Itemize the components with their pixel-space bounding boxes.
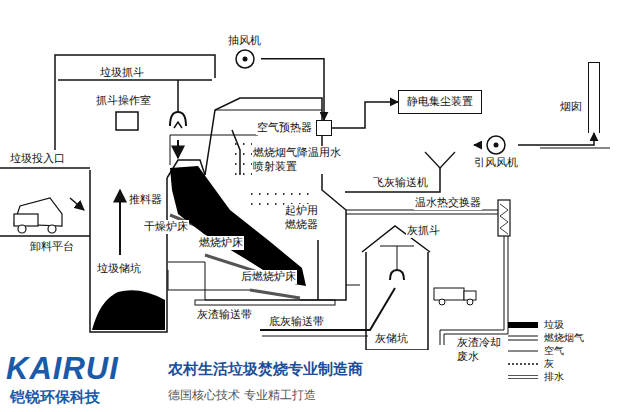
part-label: 垃圾储坑 xyxy=(96,262,142,276)
brand-text: 德国核心技术 专业精工打造 xyxy=(168,388,316,403)
part-label: 飞灰输送机 xyxy=(372,176,429,190)
fan-circle xyxy=(485,134,507,156)
legend-text: 排水 xyxy=(544,371,564,383)
brand-text: 农村生活垃圾焚烧专业制造商 xyxy=(168,360,363,379)
fan-outline xyxy=(236,50,254,68)
part-label: 灰储坑 xyxy=(374,332,409,346)
brand-text: 铠锐环保科技 xyxy=(10,388,100,407)
flow-pipe xyxy=(474,144,482,146)
legend-line xyxy=(508,363,538,365)
part-label: 灰渣冷却废水 xyxy=(456,336,506,364)
legend-line xyxy=(508,378,538,379)
fan-hub xyxy=(242,56,247,61)
part-label: 燃烧烟气降温用水喷射装置 xyxy=(252,146,346,174)
part-label: 底灰输送带 xyxy=(268,315,325,329)
legend-text: 灰 xyxy=(544,358,554,370)
legend-line xyxy=(508,375,538,376)
part-label: 抓斗操作室 xyxy=(96,94,151,108)
fan-symbol: 引风风机 xyxy=(474,134,518,170)
node-text: 抽风机 xyxy=(228,34,261,48)
fan-circle xyxy=(234,48,256,70)
part-label: 灰渣输送带 xyxy=(196,308,253,322)
flow-pipe xyxy=(261,59,324,120)
legend-text: 空气 xyxy=(544,345,564,357)
part-label: 温水热交换器 xyxy=(414,196,482,210)
part-label: 灰抓斗 xyxy=(406,224,441,238)
legend-line xyxy=(508,351,538,352)
part-label: 起炉用燃烧器 xyxy=(284,204,322,232)
fan-symbol: 抽风机 xyxy=(228,34,261,70)
node-text: 引风风机 xyxy=(474,156,518,170)
legend-text: 垃圾 xyxy=(544,319,564,331)
part-label: 垃圾投入口 xyxy=(10,152,65,166)
flow-pipe xyxy=(332,102,398,128)
part-label: 推料器 xyxy=(128,193,163,207)
fan-hub xyxy=(494,143,499,148)
part-label: 卸料平台 xyxy=(30,240,74,254)
chimney-stack xyxy=(588,62,600,133)
node-text: 空气预热器 xyxy=(256,121,313,135)
part-label: 垃圾抓斗 xyxy=(100,66,144,80)
legend-swatch xyxy=(508,322,538,328)
fan-outline xyxy=(487,136,505,154)
flow-pipe xyxy=(518,133,594,145)
part-label: 干燥炉床 xyxy=(143,220,189,234)
legend-line xyxy=(508,340,538,341)
part-label: 后燃烧炉床 xyxy=(240,270,297,284)
node-text: 静电集尘装置 xyxy=(407,95,473,109)
legend-text: 燃烧烟气 xyxy=(544,332,584,344)
part-label: 燃烧炉床 xyxy=(198,236,244,250)
legend-line xyxy=(508,336,538,337)
preheater-box xyxy=(316,120,332,136)
node-text: 烟囱 xyxy=(560,100,582,114)
process-box: 静电集尘装置 xyxy=(398,90,482,114)
heat-exchanger-box: 空气预热器 xyxy=(256,120,332,136)
brand-text: KAIRUI xyxy=(6,350,119,389)
chimney: 烟囱 xyxy=(560,62,600,133)
